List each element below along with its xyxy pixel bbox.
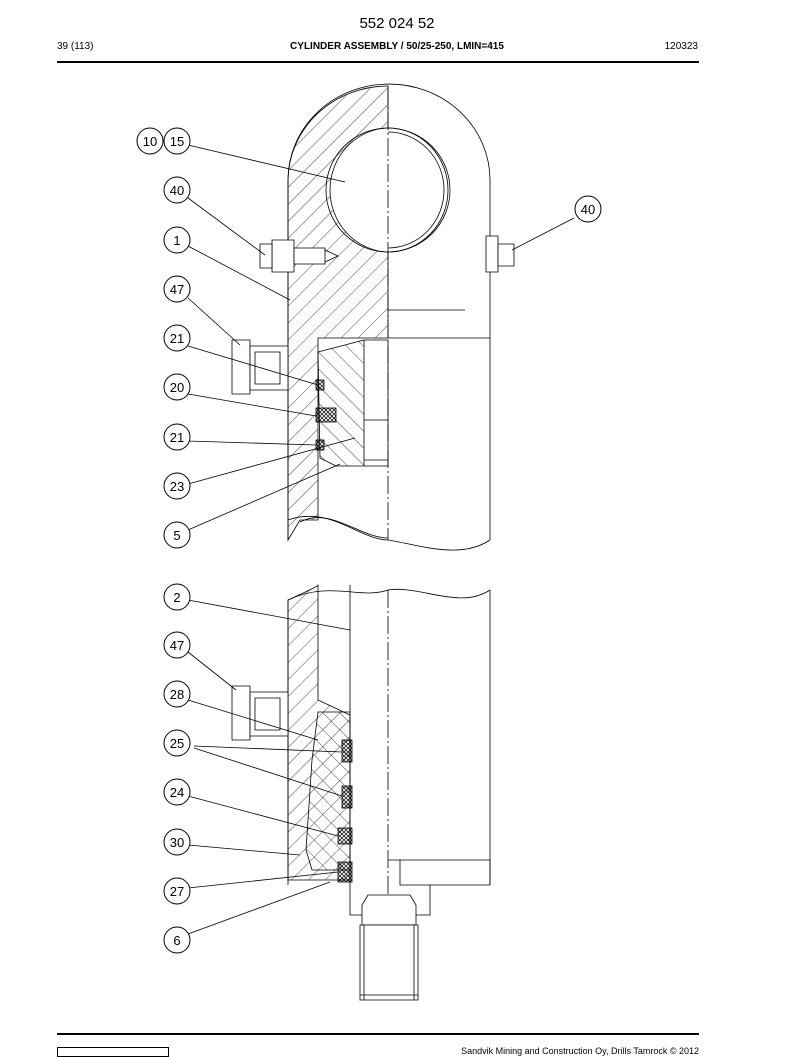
document-title: CYLINDER ASSEMBLY / 50/25-250, LMIN=415 [290, 41, 504, 52]
seal-24 [337, 827, 353, 845]
top-section [231, 83, 515, 551]
callout-47-top: 47 [163, 275, 191, 303]
callout-25: 25 [163, 729, 191, 757]
callout-5: 5 [163, 521, 191, 549]
callout-21-lower: 21 [163, 423, 191, 451]
callout-10: 10 [136, 127, 164, 155]
svg-text:15: 15 [170, 134, 184, 149]
callout-28: 28 [163, 680, 191, 708]
svg-text:25: 25 [170, 736, 184, 751]
callout-23: 23 [163, 472, 191, 500]
svg-text:21: 21 [170, 331, 184, 346]
svg-text:20: 20 [170, 380, 184, 395]
callout-21-upper: 21 [163, 324, 191, 352]
piston-section [317, 339, 365, 467]
page-reference: 39 (113) [57, 41, 94, 52]
seal-21-upper [315, 379, 325, 391]
bleed-plug-top [231, 339, 289, 395]
leader-lines [187, 144, 575, 935]
callout-6: 6 [163, 926, 191, 954]
grease-nipple-right [485, 235, 515, 273]
svg-text:30: 30 [170, 835, 184, 850]
svg-text:1: 1 [173, 233, 180, 248]
clevis-eye-outline [287, 83, 491, 540]
header-rule [57, 61, 699, 63]
seal-27 [337, 861, 353, 883]
callout-15: 15 [163, 127, 191, 155]
svg-text:6: 6 [173, 933, 180, 948]
svg-text:21: 21 [170, 430, 184, 445]
callout-2: 2 [163, 583, 191, 611]
footer-rule [57, 1033, 699, 1035]
seal-20 [315, 407, 337, 423]
seal-25-lower [341, 785, 353, 809]
callout-47-bottom: 47 [163, 631, 191, 659]
callouts: 10 15 40 40 1 47 21 20 21 23 5 2 47 28 2… [136, 127, 602, 954]
svg-text:5: 5 [173, 528, 180, 543]
svg-text:10: 10 [143, 134, 157, 149]
svg-text:24: 24 [170, 785, 184, 800]
document-code: 120323 [664, 41, 698, 52]
bottom-section [231, 584, 491, 1001]
svg-text:47: 47 [170, 638, 184, 653]
callout-40-right: 40 [574, 195, 602, 223]
callout-40-left: 40 [163, 176, 191, 204]
sandvik-logo [57, 1047, 169, 1057]
callout-27: 27 [163, 877, 191, 905]
callout-20: 20 [163, 373, 191, 401]
svg-text:23: 23 [170, 479, 184, 494]
rod-end-thread [359, 894, 419, 1001]
pin-hole [329, 127, 449, 253]
svg-text:47: 47 [170, 282, 184, 297]
callout-24: 24 [163, 778, 191, 806]
footer-copyright: Sandvik Mining and Construction Oy, Dril… [461, 1046, 699, 1056]
callout-1: 1 [163, 226, 191, 254]
callout-30: 30 [163, 828, 191, 856]
svg-text:27: 27 [170, 884, 184, 899]
piston-rod [349, 585, 431, 916]
svg-text:40: 40 [581, 202, 595, 217]
seal-25-upper [341, 739, 353, 763]
bleed-plug-bottom [231, 685, 289, 741]
svg-text:2: 2 [173, 590, 180, 605]
svg-text:28: 28 [170, 687, 184, 702]
document-number: 552 024 52 [359, 15, 435, 32]
grease-nipple-left [259, 239, 339, 273]
svg-text:40: 40 [170, 183, 184, 198]
